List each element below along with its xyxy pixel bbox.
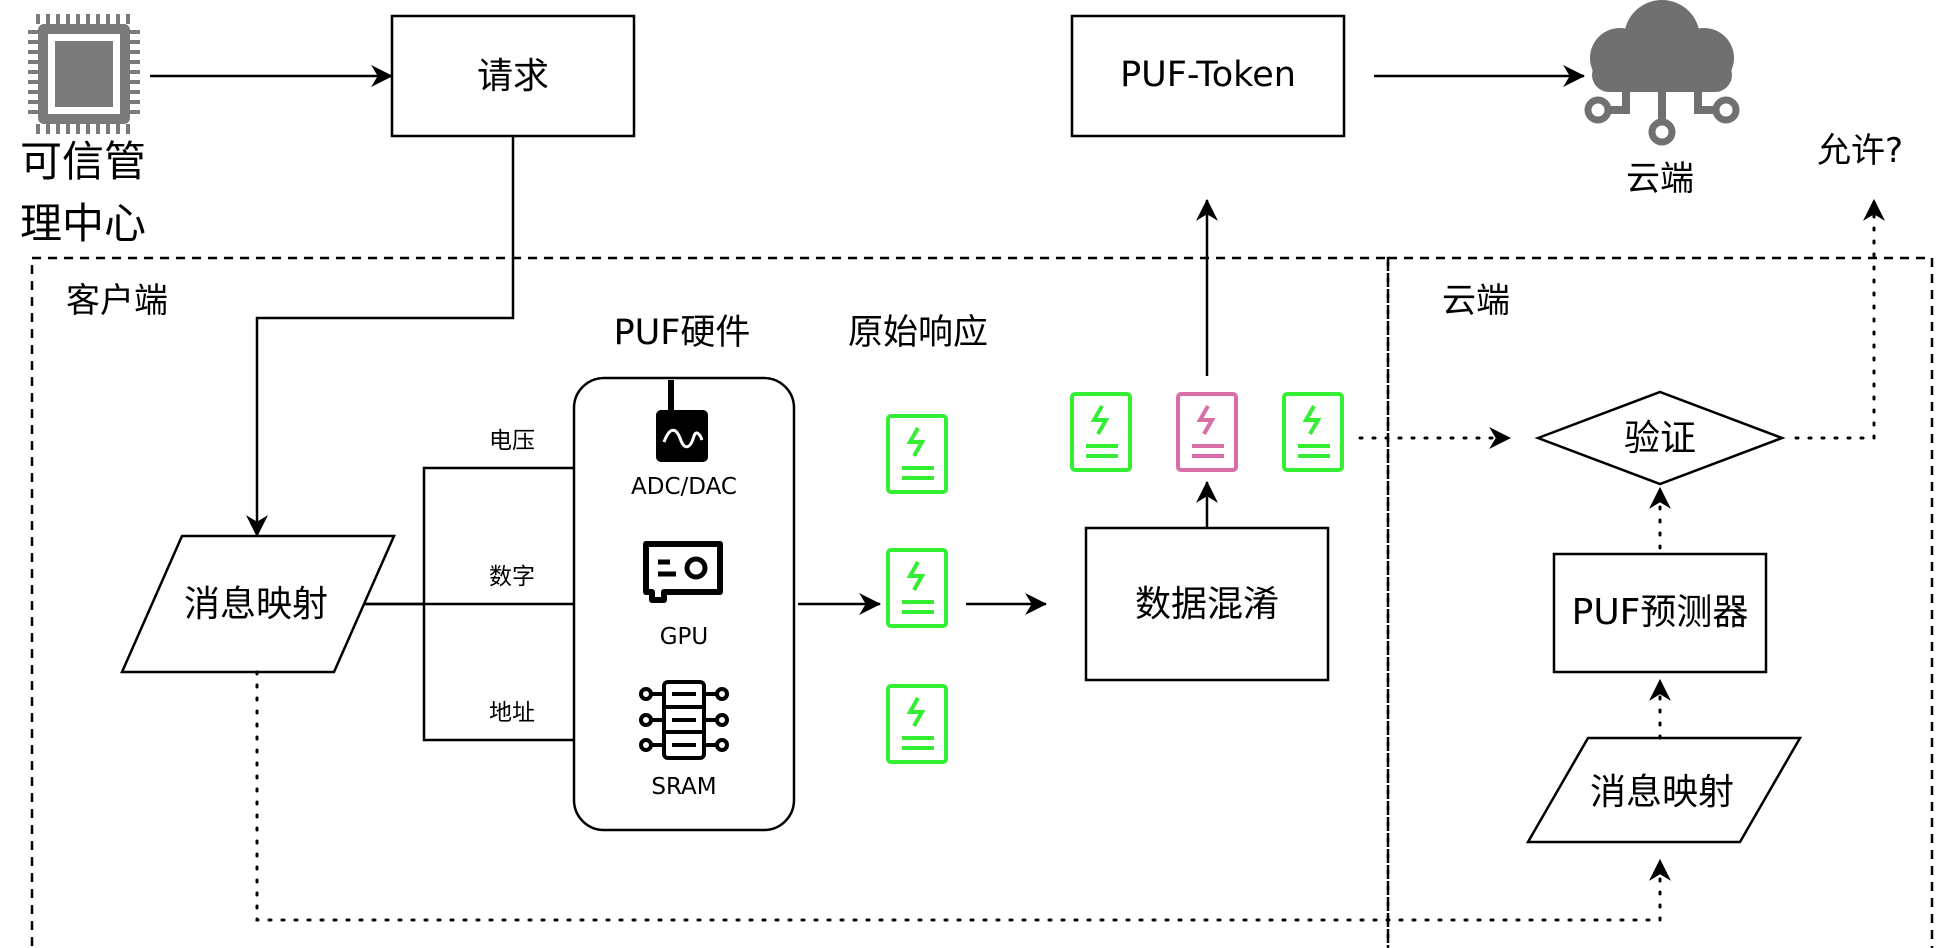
data-obfuscation-box xyxy=(1084,526,1330,682)
energy-document-icon xyxy=(1070,392,1132,472)
server-title: 云端 xyxy=(1442,281,1510,321)
client-message-mapping-shape xyxy=(120,534,396,674)
verify-label: 验证 xyxy=(1624,418,1696,459)
verify-diamond xyxy=(1534,390,1786,486)
puf-hardware-box xyxy=(572,376,796,832)
trust-center-label-line2: 理中心 xyxy=(20,199,146,248)
server-message-mapping-shape xyxy=(1525,736,1803,844)
client-container xyxy=(30,256,1390,948)
energy-document-icon xyxy=(886,414,948,494)
arrow-address xyxy=(422,604,642,751)
request-label: 请求 xyxy=(477,56,549,97)
puf-token-label: PUF-Token xyxy=(1120,55,1296,95)
client-title: 客户端 xyxy=(66,281,168,321)
antenna-device-icon xyxy=(656,380,708,462)
edge-label-address: 地址 xyxy=(489,700,535,726)
gpu-card-icon xyxy=(643,541,723,603)
puf-predictor-box xyxy=(1552,552,1768,674)
arrow-request-to-message-mapping xyxy=(246,136,515,538)
allow-label: 允许? xyxy=(1817,131,1903,171)
energy-document-icon xyxy=(886,548,948,628)
memory-stack-icon xyxy=(639,680,729,760)
request-box xyxy=(390,14,636,138)
puf-token-box xyxy=(1070,14,1346,138)
arrow-verify-to-allow xyxy=(1794,198,1885,440)
client-message-mapping-label: 消息映射 xyxy=(184,584,328,625)
raw-response-title: 原始响应 xyxy=(848,313,988,353)
edge-label-digital: 数字 xyxy=(489,564,535,590)
arrow-client-mapping-to-server-mapping xyxy=(255,670,1671,922)
cloud-top-label: 云端 xyxy=(1626,159,1694,199)
sram-label: SRAM xyxy=(651,774,716,800)
energy-document-icon xyxy=(1176,392,1238,472)
cpu-chip-icon xyxy=(28,14,140,134)
server-message-mapping-label: 消息映射 xyxy=(1590,772,1734,813)
energy-document-icon xyxy=(1282,392,1344,472)
gpu-label: GPU xyxy=(660,624,709,650)
puf-hardware-title: PUF硬件 xyxy=(614,313,751,353)
trust-center-label-line1: 可信管 xyxy=(20,137,146,186)
edge-label-voltage: 电压 xyxy=(489,428,535,454)
adc-dac-label: ADC/DAC xyxy=(631,474,737,500)
server-container xyxy=(1386,256,1934,948)
energy-document-icon xyxy=(886,684,948,764)
data-obfuscation-label: 数据混淆 xyxy=(1135,584,1279,625)
puf-predictor-label: PUF预测器 xyxy=(1572,592,1749,633)
cloud-network-icon xyxy=(1584,0,1740,146)
